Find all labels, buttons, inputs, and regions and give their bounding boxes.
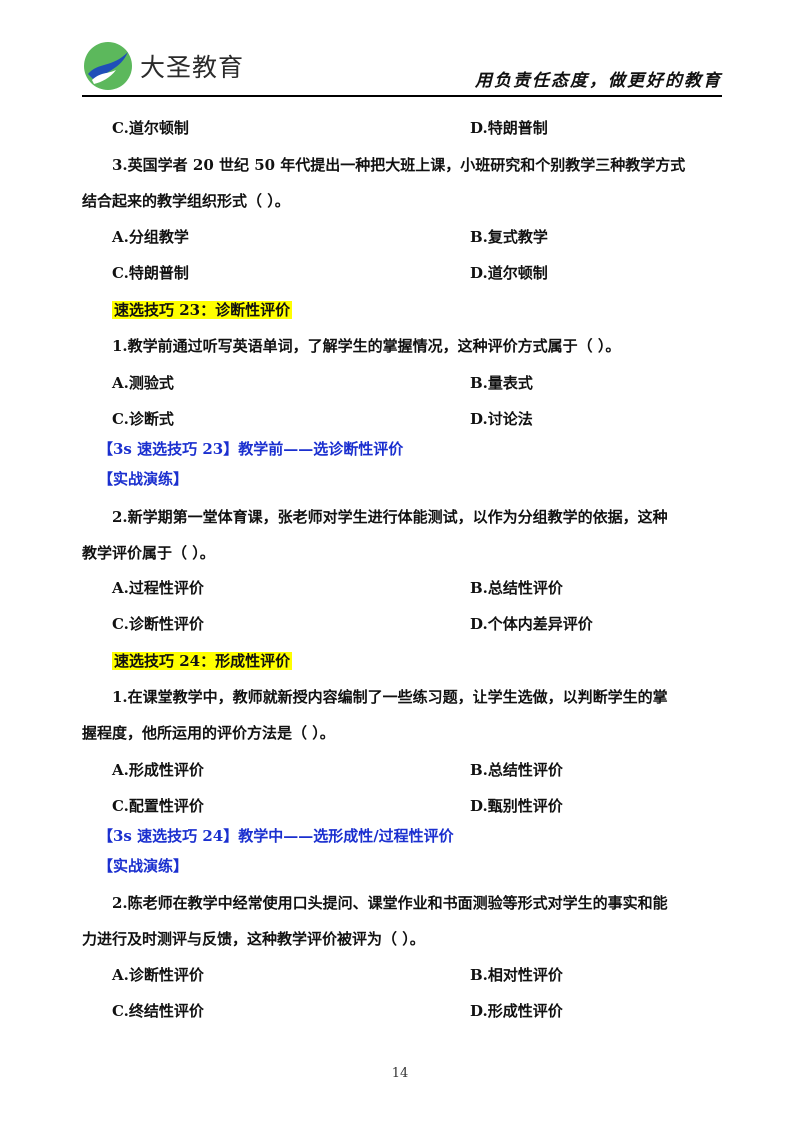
option-b: B.复式教学 [470, 228, 548, 246]
option-b: B.相对性评价 [470, 966, 563, 984]
option-c: C.终结性评价 [112, 1002, 204, 1020]
question-text: 2.新学期第一堂体育课，张老师对学生进行体能测试，以作为分组教学的依据，这种 [112, 508, 668, 526]
section-heading: 速选技巧 23：诊断性评价 [112, 301, 293, 319]
question-text-cont: 结合起来的教学组织形式（ ）。 [82, 192, 290, 210]
tip-text: 【3s 速选技巧 23】教学前——选诊断性评价 [98, 440, 404, 458]
practice-label: 【实战演练】 [98, 470, 189, 488]
option-a: A.形成性评价 [112, 761, 204, 779]
option-c: C.特朗普制 [112, 264, 189, 282]
option-b: B.总结性评价 [470, 579, 563, 597]
page-header: 大圣教育 用负责任态度，做更好的教育 [82, 40, 722, 96]
option-c: C.诊断式 [112, 410, 174, 428]
question-text: 3.英国学者 20 世纪 50 年代提出一种把大班上课，小班研究和个别教学三种教… [112, 156, 686, 174]
question-text: 1.教学前通过听写英语单词，了解学生的掌握情况，这种评价方式属于（ ）。 [112, 337, 621, 355]
header-slogan: 用负责任态度，做更好的教育 [475, 71, 722, 91]
option-d: D.讨论法 [470, 410, 533, 428]
option-c: C.道尔顿制 [112, 119, 189, 137]
option-c: C.诊断性评价 [112, 615, 204, 633]
option-d: D.个体内差异评价 [470, 615, 593, 633]
question-text: 2.陈老师在教学中经常使用口头提问、课堂作业和书面测验等形式对学生的事实和能 [112, 894, 668, 912]
option-d: D.特朗普制 [470, 119, 548, 137]
option-d: D.形成性评价 [470, 1002, 563, 1020]
option-a: A.测验式 [112, 374, 174, 392]
option-b: B.量表式 [470, 374, 533, 392]
question-text-cont: 教学评价属于（ ）。 [82, 544, 215, 562]
section-heading: 速选技巧 24：形成性评价 [112, 652, 293, 670]
page-number: 14 [391, 1066, 409, 1081]
brand-name: 大圣教育 [140, 53, 245, 82]
option-c: C.配置性评价 [112, 797, 204, 815]
question-text-cont: 力进行及时测评与反馈，这种教学评价被评为（ ）。 [82, 930, 425, 948]
tip-text: 【3s 速选技巧 24】教学中——选形成性/过程性评价 [98, 827, 454, 845]
header-divider [82, 95, 722, 97]
option-d: D.甄别性评价 [470, 797, 563, 815]
option-a: A.分组教学 [112, 228, 189, 246]
question-text-cont: 握程度，他所运用的评价方法是（ ）。 [82, 724, 335, 742]
option-d: D.道尔顿制 [470, 264, 548, 282]
option-a: A.过程性评价 [112, 579, 204, 597]
option-a: A.诊断性评价 [112, 966, 204, 984]
option-b: B.总结性评价 [470, 761, 563, 779]
practice-label: 【实战演练】 [98, 857, 189, 875]
swallow-logo-icon [84, 42, 132, 90]
question-text: 1.在课堂教学中，教师就新授内容编制了一些练习题，让学生选做，以判断学生的掌 [112, 688, 668, 706]
